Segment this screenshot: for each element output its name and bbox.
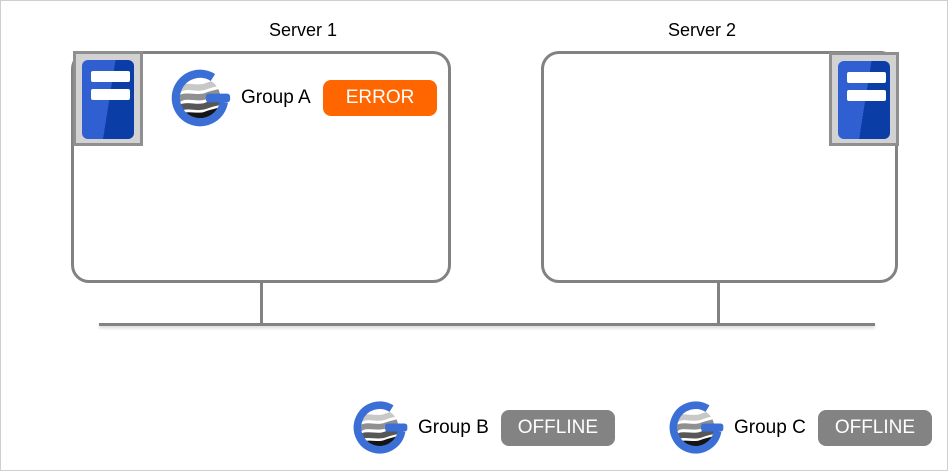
status-badge: OFFLINE xyxy=(500,409,615,446)
status-badge: ERROR xyxy=(322,80,438,116)
group-label: Group B xyxy=(418,416,489,438)
server1-title: Server 1 xyxy=(268,20,338,40)
server-tower xyxy=(82,60,134,139)
group-item-c[interactable]: Group C OFFLINE xyxy=(669,399,933,456)
status-badge: OFFLINE xyxy=(817,409,933,446)
server2-title: Server 2 xyxy=(667,20,737,40)
connector-line xyxy=(717,282,720,324)
network-line xyxy=(99,323,875,326)
server-drive-bar xyxy=(91,89,130,100)
group-icon xyxy=(171,69,231,127)
server-tower xyxy=(838,61,890,139)
server-icon[interactable] xyxy=(829,52,899,146)
server-drive-bar xyxy=(847,72,886,83)
server-drive-bar xyxy=(91,71,130,82)
group-icon xyxy=(353,401,408,454)
group-item-b[interactable]: Group B OFFLINE xyxy=(353,399,615,456)
group-label: Group C xyxy=(734,416,806,438)
group-label: Group A xyxy=(241,87,311,108)
server-icon[interactable] xyxy=(73,51,143,146)
connector-line xyxy=(260,282,263,324)
server-drive-bar xyxy=(847,90,886,101)
group-item-a[interactable]: Group A ERROR xyxy=(171,67,438,129)
group-icon xyxy=(669,401,724,454)
